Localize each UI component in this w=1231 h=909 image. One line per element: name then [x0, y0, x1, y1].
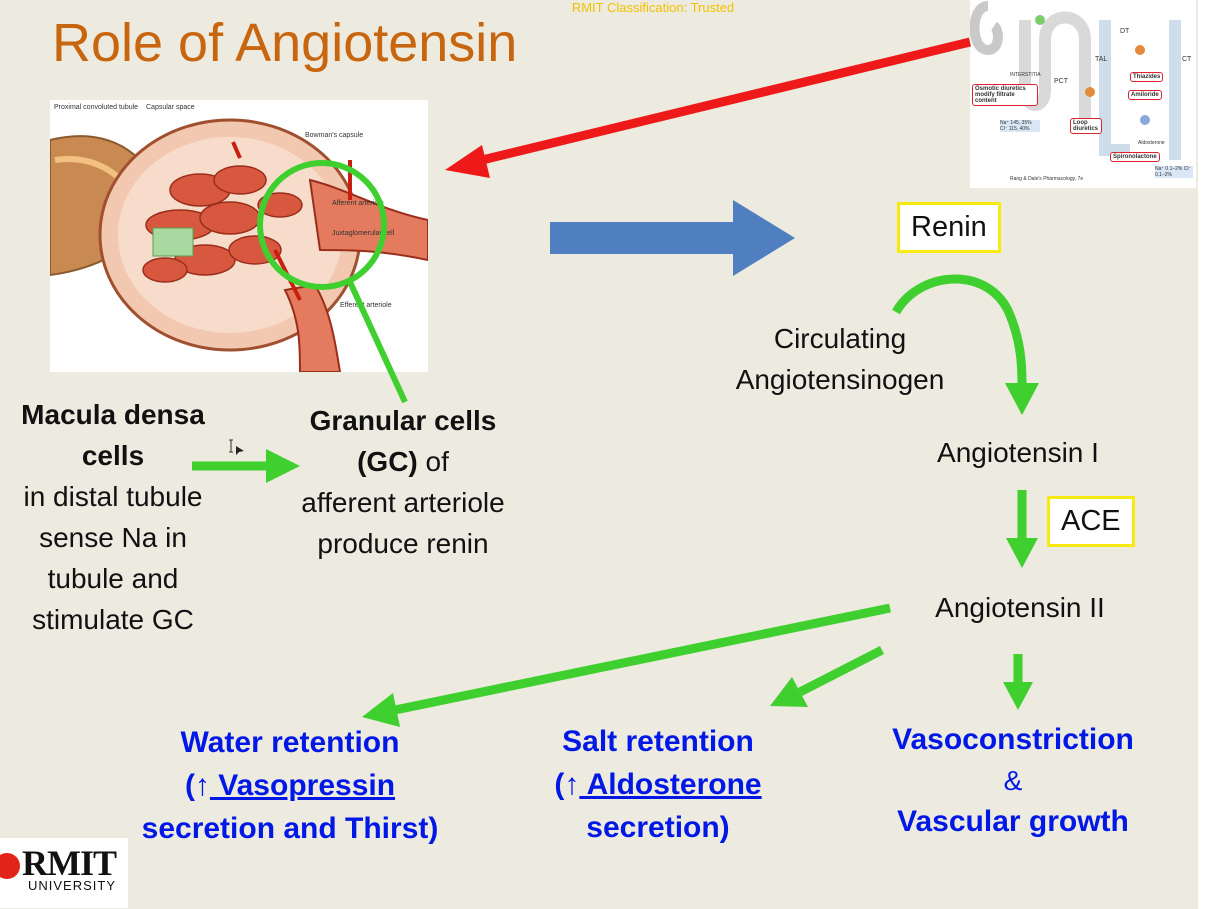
to-vaso-arrow — [1003, 654, 1033, 710]
slide-title: Role of Angiotensin — [52, 13, 518, 73]
granular-cells-heading: Granular cells (GC) — [309, 405, 497, 477]
macula-densa-text: Macula densa cells in distal tubule sens… — [0, 394, 226, 640]
glomerulus-illustration: Proximal convoluted tubule Capsular spac… — [50, 100, 428, 372]
vasopressin-link[interactable]: Vasopressin — [209, 769, 396, 802]
blue-block-arrow — [550, 200, 795, 276]
salt-retention-heading: Salt retention — [562, 725, 754, 758]
macula-densa-body: in distal tubule sense Na in tubule and … — [23, 481, 203, 635]
granular-of: of — [425, 446, 449, 477]
vasoconstriction-effect: Vasoconstriction & Vascular growth — [860, 719, 1166, 842]
salt-retention-effect: Salt retention (↑ Aldosterone secretion) — [516, 720, 800, 849]
renin-box: Renin — [897, 202, 1001, 254]
label-dt: DT — [1120, 28, 1130, 35]
label-juxtaglomerular: Juxtaglomerular cell — [332, 230, 395, 237]
na-cl-left: Na⁺ 145, 35% Cl⁻ 115, 40% — [1000, 120, 1040, 132]
macula-densa-heading: Macula densa cells — [21, 399, 205, 471]
label-afferent-arteriole: Afferent arteriole — [332, 200, 384, 207]
rmit-logo — [0, 838, 128, 908]
glomerulus-drawing — [50, 118, 428, 372]
label-capsular-space: Capsular space — [146, 104, 195, 111]
granular-cells-body: afferent arteriole produce renin — [301, 487, 505, 559]
angiotensin-ii-text: Angiotensin II — [935, 592, 1105, 623]
label-bowmans-capsule: Bowman's capsule — [305, 132, 364, 139]
to-water-arrow — [362, 603, 891, 727]
label-aldosterone: Aldosterone — [1138, 140, 1165, 146]
nephron-diuretics-diagram: DT TAL CT PCT INTERSTITIA Osmotic diuret… — [970, 0, 1196, 188]
granular-cells-text: Granular cells (GC) of afferent arteriol… — [276, 400, 530, 564]
water-retention-effect: Water retention (↑ Vasopressin secretion… — [110, 721, 470, 850]
salt-retention-line2: (↑ Aldosterone — [554, 768, 762, 801]
na-cl-right: Na⁺ 0.1–2% Cl⁻ 0.1–2% — [1155, 166, 1193, 178]
water-retention-heading: Water retention — [180, 726, 400, 759]
logo-pixel-icon — [0, 853, 20, 879]
aldosterone-link[interactable]: Aldosterone — [579, 768, 762, 801]
amiloride-box: Amiloride — [1128, 90, 1162, 100]
ace-box: ACE — [1047, 496, 1135, 548]
label-ct: CT — [1182, 56, 1192, 63]
vascular-growth-heading: Vascular growth — [897, 805, 1129, 838]
label-efferent-arteriole: Efferent arteriole — [340, 302, 392, 309]
label-pct: Proximal convoluted tubule — [54, 104, 139, 111]
label-pct-n: PCT — [1054, 78, 1068, 85]
logo-name: RMIT — [22, 843, 117, 883]
label-interstitia: INTERSTITIA — [1010, 72, 1041, 78]
label-tal: TAL — [1095, 56, 1108, 63]
salt-retention-line3: secretion) — [586, 811, 730, 844]
mouse-cursor-icon — [229, 439, 244, 455]
credit-text: Rang & Dale's Pharmacology, 7e — [1010, 176, 1084, 182]
angiotensin-i-text: Angiotensin I — [937, 437, 1099, 468]
right-margin-panel — [1198, 0, 1231, 909]
classification-label: RMIT Classification: Trusted — [571, 0, 735, 15]
renin-curved-arrow — [892, 274, 1039, 415]
ace-down-arrow — [1006, 490, 1038, 568]
ampersand-text: & — [1003, 765, 1023, 796]
water-retention-line3: secretion and Thirst) — [141, 812, 439, 845]
macula-to-gc-arrow — [192, 449, 300, 483]
gc-highlight-circle — [257, 160, 408, 404]
osmotic-diuretics-box: Osmotic diuretics modify filtrate conten… — [972, 84, 1038, 106]
logo-subtitle: UNIVERSITY — [28, 878, 117, 893]
water-retention-line2: (↑ Vasopressin — [184, 769, 396, 802]
angiotensinogen-text: Circulating Angiotensinogen — [735, 323, 945, 395]
thiazides-box: Thiazides — [1130, 72, 1164, 82]
to-salt-arrow — [770, 645, 885, 707]
spironolactone-box: Spironolactone — [1110, 152, 1160, 162]
vasoconstriction-heading: Vasoconstriction — [892, 723, 1134, 756]
loop-diuretics-box: Loop diuretics — [1070, 118, 1102, 134]
red-arrow — [445, 37, 972, 178]
